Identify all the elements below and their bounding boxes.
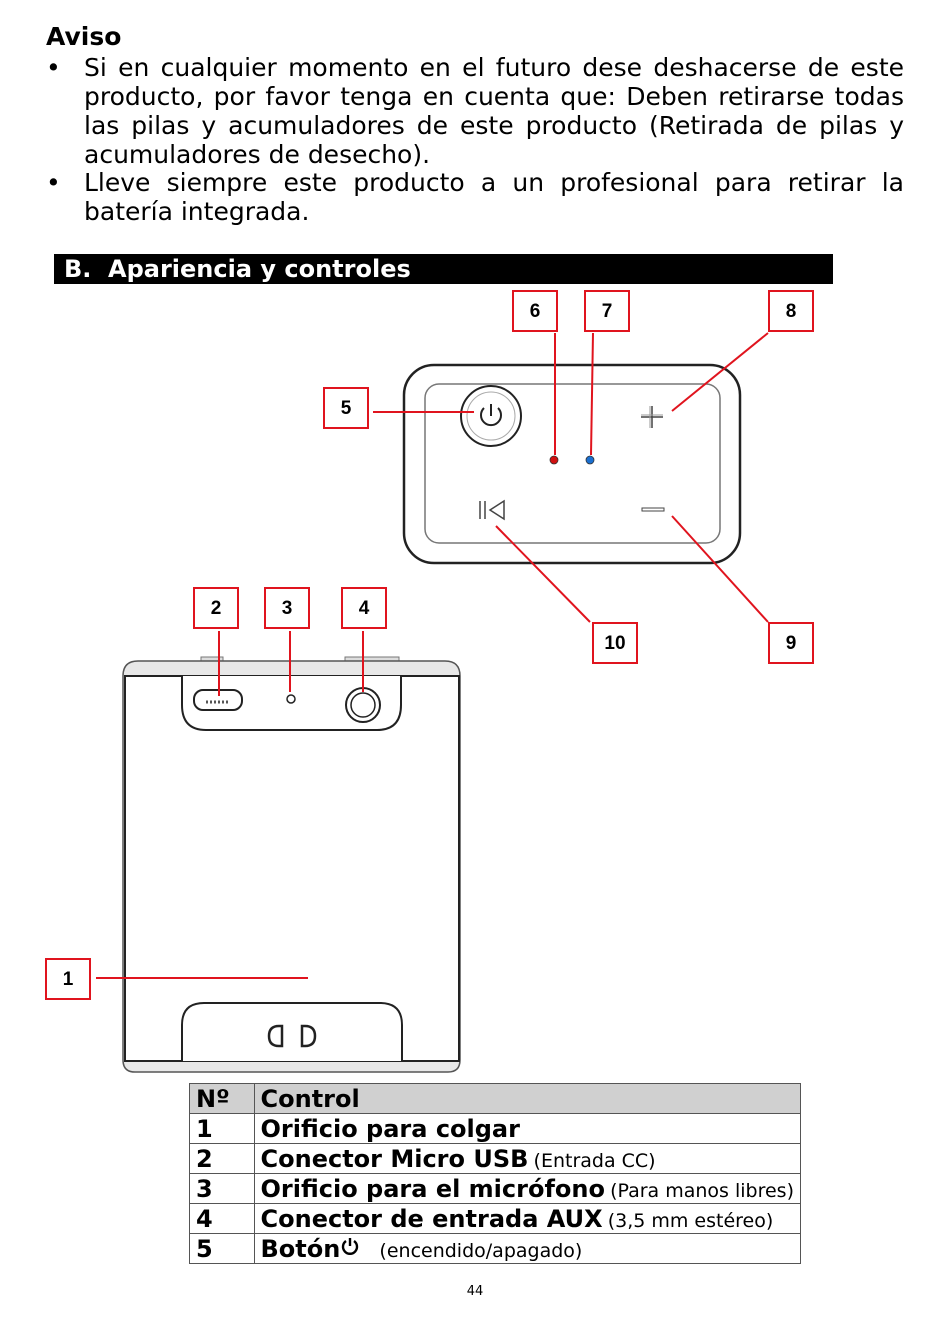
table-row: 1 Orificio para colgar (189, 1113, 801, 1144)
control-note: (3,5 mm estéreo) (607, 1209, 774, 1232)
section-title: Apariencia y controles (108, 255, 411, 283)
callout-3: 3 (264, 587, 310, 629)
control-note: (Entrada CC) (533, 1149, 656, 1172)
row-control: Conector Micro USB (Entrada CC) (253, 1143, 801, 1174)
device-body-drawing (122, 656, 461, 1073)
plus-icon (641, 406, 663, 428)
table-row: 2 Conector Micro USB (Entrada CC) (189, 1143, 801, 1174)
callout-1: 1 (45, 958, 91, 1000)
callout-2: 2 (193, 587, 239, 629)
led-blue-icon (585, 455, 595, 465)
power-button-icon (460, 385, 522, 447)
led-red-icon (549, 455, 559, 465)
row-number: 3 (189, 1173, 255, 1204)
section-header: B. Apariencia y controles (54, 254, 833, 284)
callout-6: 6 (512, 290, 558, 332)
control-note: (encendido/apagado) (379, 1239, 583, 1262)
row-number: 2 (189, 1143, 255, 1174)
callout-5: 5 (323, 387, 369, 429)
aux-jack-icon (345, 687, 381, 723)
control-name: Orificio para el micrófono (260, 1174, 605, 1203)
row-control: Botón (encendido/apagado) (253, 1233, 801, 1264)
hanging-hole-icon (267, 1024, 317, 1048)
row-control: Orificio para colgar (253, 1113, 801, 1144)
callout-8: 8 (768, 290, 814, 332)
microphone-hole-icon (286, 694, 296, 704)
notice-bullet-2: • Lleve siempre este producto a un profe… (46, 168, 904, 226)
table-row: 3 Orificio para el micrófono (Para manos… (189, 1173, 801, 1204)
page-number: 44 (466, 1284, 484, 1299)
control-name: Orificio para colgar (260, 1114, 520, 1143)
row-number: 5 (189, 1233, 255, 1264)
table-row: 4 Conector de entrada AUX (3,5 mm estére… (189, 1203, 801, 1234)
controls-table: Nº Control 1 Orificio para colgar 2 Cone… (189, 1083, 801, 1264)
header-number: Nº (189, 1083, 255, 1114)
table-row: 5 Botón (encendido/apagado) (189, 1233, 801, 1264)
bullet-dot: • (46, 53, 61, 82)
callout-4: 4 (341, 587, 387, 629)
control-note: (Para manos libres) (610, 1179, 794, 1202)
callout-10: 10 (592, 622, 638, 664)
control-name: Botón (260, 1234, 341, 1263)
control-name: Conector de entrada AUX (260, 1204, 603, 1233)
row-control: Orificio para el micrófono (Para manos l… (253, 1173, 801, 1204)
previous-track-icon (479, 499, 505, 521)
power-icon (342, 1237, 359, 1255)
row-number: 4 (189, 1203, 255, 1234)
notice-title: Aviso (46, 22, 122, 51)
table-header-row: Nº Control (189, 1083, 801, 1114)
control-panel-drawing (402, 363, 742, 565)
bullet-dot: • (46, 168, 61, 197)
header-control: Control (253, 1083, 801, 1114)
callout-7: 7 (584, 290, 630, 332)
callout-9: 9 (768, 622, 814, 664)
row-number: 1 (189, 1113, 255, 1144)
notice-bullet-text: Lleve siempre este producto a un profesi… (84, 168, 904, 226)
minus-icon (641, 507, 665, 512)
control-name: Conector Micro USB (260, 1144, 529, 1173)
micro-usb-port-icon (193, 689, 243, 711)
notice-bullet-text: Si en cualquier momento en el futuro des… (84, 53, 904, 169)
notice-bullet-1: • Si en cualquier momento en el futuro d… (46, 53, 904, 169)
callout-leader-lines (96, 332, 769, 979)
section-letter: B. (64, 255, 92, 283)
row-control: Conector de entrada AUX (3,5 mm estéreo) (253, 1203, 801, 1234)
